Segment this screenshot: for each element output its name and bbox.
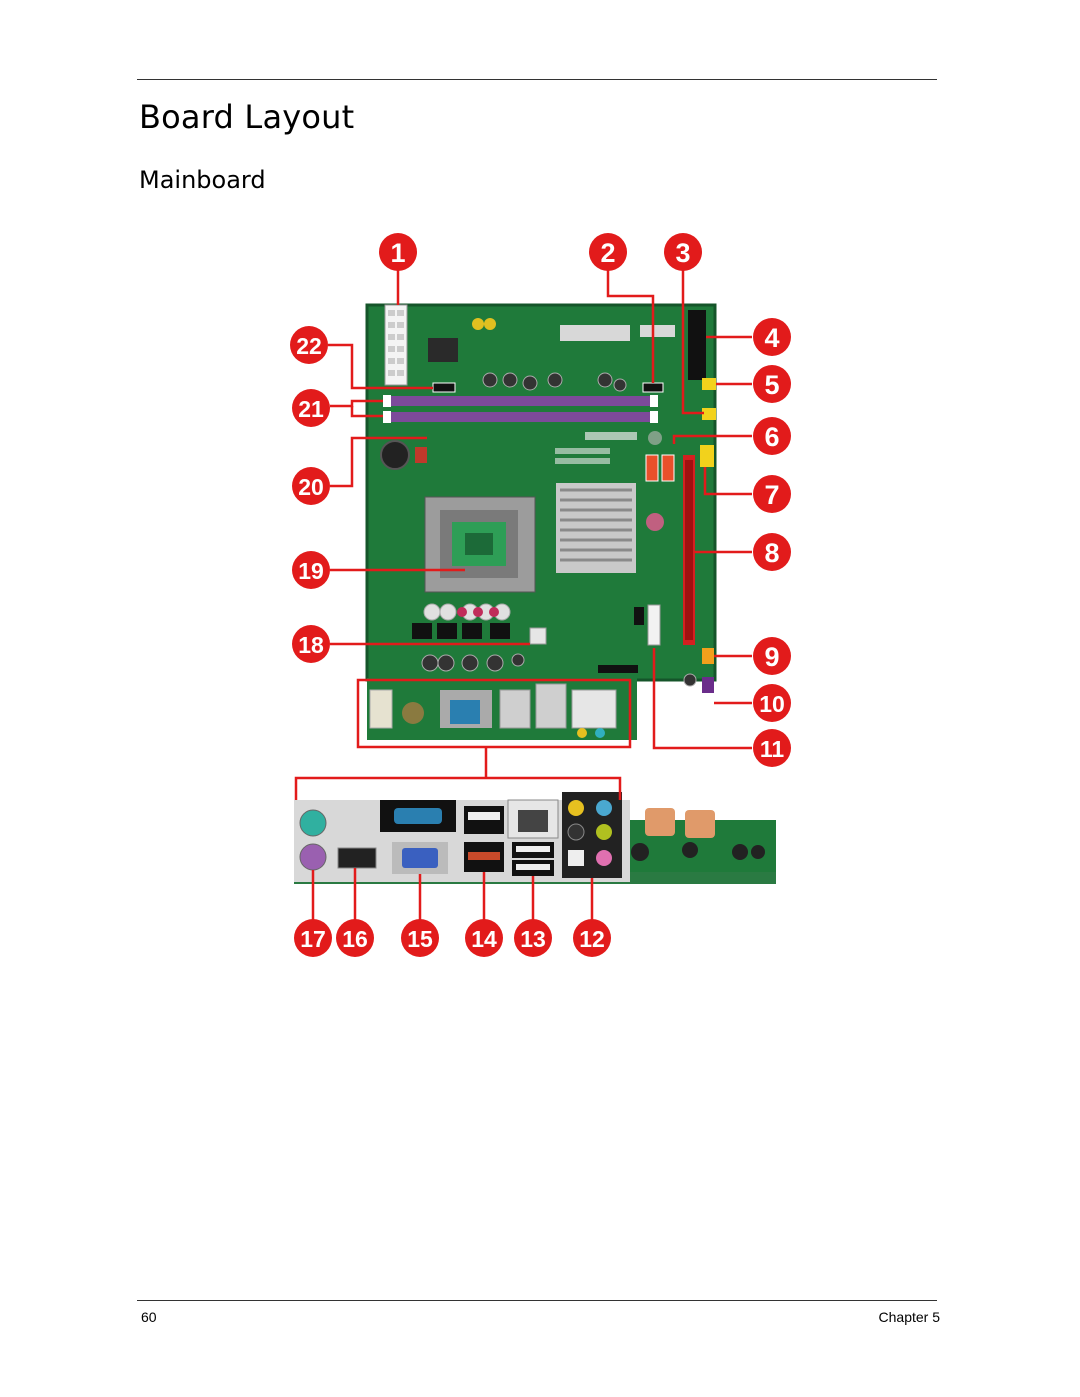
chipset-heatsink bbox=[556, 483, 636, 573]
callout-label: 15 bbox=[407, 926, 433, 952]
pcie-x1-slot bbox=[647, 604, 661, 646]
callout-label: 14 bbox=[471, 926, 497, 952]
sata-connector bbox=[645, 454, 659, 482]
callout-10: 10 bbox=[753, 684, 791, 722]
footer-rule bbox=[137, 1300, 937, 1301]
callout-markers: 1 2 3 4 5 6 7 8 9 10 11 12 13 14 15 16 1… bbox=[290, 233, 791, 957]
callout-label: 10 bbox=[759, 691, 785, 717]
callout-label: 5 bbox=[764, 370, 779, 400]
callout-4: 4 bbox=[753, 318, 791, 356]
page-number: 60 bbox=[141, 1309, 157, 1325]
callout-2: 2 bbox=[589, 233, 627, 271]
callout-label: 17 bbox=[300, 926, 326, 952]
callout-label: 7 bbox=[764, 480, 779, 510]
dimm-slot bbox=[385, 396, 653, 406]
callout-1: 1 bbox=[379, 233, 417, 271]
mainboard-image bbox=[365, 303, 717, 740]
callout-label: 19 bbox=[298, 558, 324, 584]
section-subtitle: Mainboard bbox=[139, 166, 266, 194]
header-rule bbox=[137, 79, 937, 80]
callout-5: 5 bbox=[753, 365, 791, 403]
ps2-mouse-port bbox=[299, 843, 327, 871]
callout-19: 19 bbox=[292, 551, 330, 589]
callout-3: 3 bbox=[664, 233, 702, 271]
sata-connector bbox=[661, 454, 675, 482]
callout-label: 3 bbox=[675, 238, 690, 268]
callout-14: 14 bbox=[465, 919, 503, 957]
callout-6: 6 bbox=[753, 417, 791, 455]
callout-label: 12 bbox=[579, 926, 605, 952]
callout-label: 4 bbox=[764, 323, 779, 353]
callout-label: 6 bbox=[764, 422, 779, 452]
callout-15: 15 bbox=[401, 919, 439, 957]
callout-label: 2 bbox=[600, 238, 615, 268]
callout-13: 13 bbox=[514, 919, 552, 957]
callout-11: 11 bbox=[753, 729, 791, 767]
callout-leader-lines bbox=[294, 270, 752, 920]
callout-18: 18 bbox=[292, 625, 330, 663]
callout-16: 16 bbox=[336, 919, 374, 957]
dimm-slot bbox=[385, 412, 653, 422]
rear-io-closeup bbox=[294, 792, 776, 884]
callout-12: 12 bbox=[573, 919, 611, 957]
callout-label: 21 bbox=[298, 396, 324, 422]
callout-label: 22 bbox=[296, 333, 322, 359]
callout-label: 11 bbox=[760, 736, 785, 762]
callout-label: 1 bbox=[390, 238, 405, 268]
callout-label: 13 bbox=[520, 926, 546, 952]
callout-20: 20 bbox=[292, 467, 330, 505]
callout-label: 8 bbox=[764, 538, 779, 568]
callout-21: 21 bbox=[292, 389, 330, 427]
callout-9: 9 bbox=[753, 637, 791, 675]
chapter-label: Chapter 5 bbox=[878, 1309, 940, 1325]
page-title: Board Layout bbox=[139, 98, 355, 136]
callout-22: 22 bbox=[290, 326, 328, 364]
callout-17: 17 bbox=[294, 919, 332, 957]
hdmi-port bbox=[337, 847, 377, 869]
callout-label: 16 bbox=[342, 926, 368, 952]
callout-label: 18 bbox=[298, 632, 324, 658]
callout-8: 8 bbox=[753, 533, 791, 571]
callout-7: 7 bbox=[753, 475, 791, 513]
callout-label: 9 bbox=[764, 642, 779, 672]
ps2-keyboard-port bbox=[299, 809, 327, 837]
callout-label: 20 bbox=[298, 474, 324, 500]
cpu-socket bbox=[424, 496, 536, 593]
